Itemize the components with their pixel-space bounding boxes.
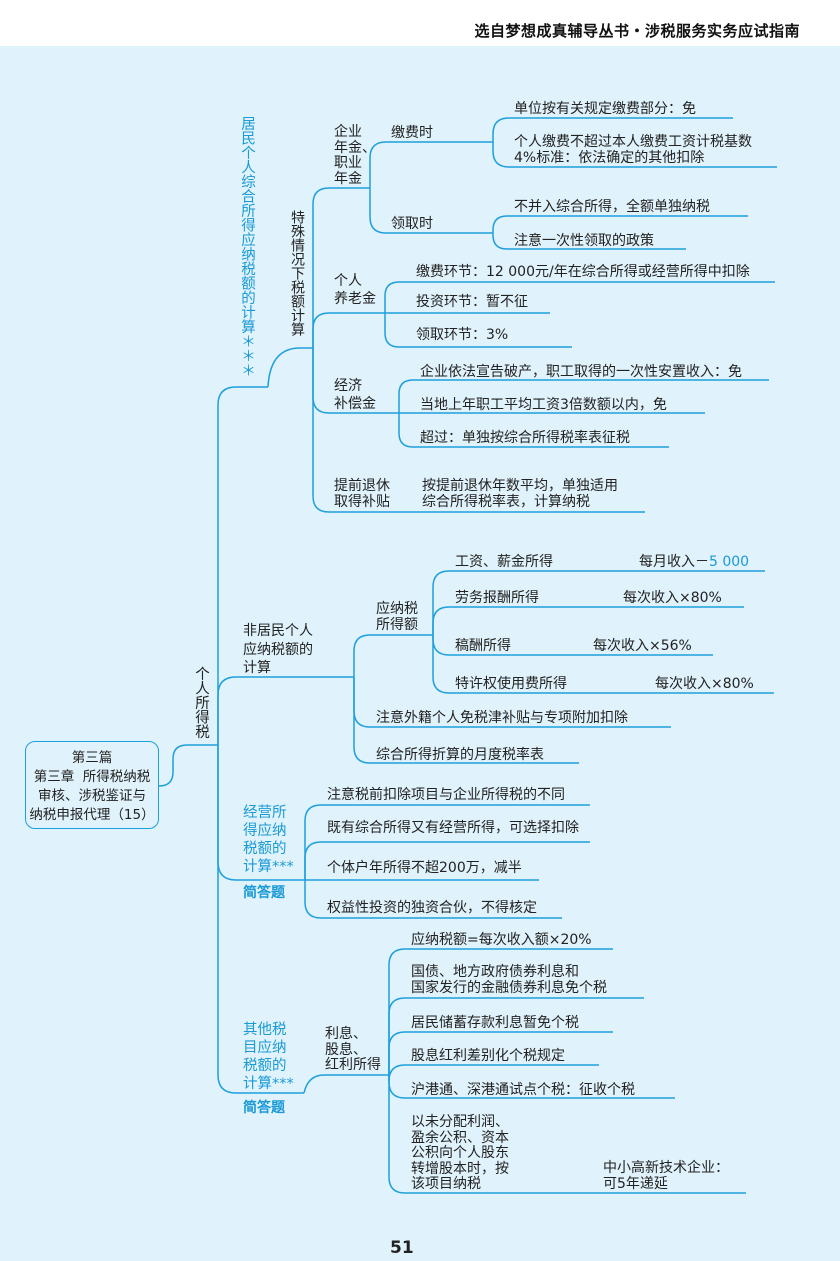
connector-line — [267, 347, 313, 388]
leaf: 注意外籍个人免税津补贴与专项附加扣除 — [376, 710, 628, 726]
leaf: 当地上年职工平均工资3倍数额以内，免 — [420, 397, 667, 413]
pension-node: 个人 养老金 — [334, 273, 376, 307]
connector-line — [369, 188, 493, 234]
leaf: 沪港通、深港通试点个税：征收个税 — [411, 1082, 635, 1098]
leaf: 注意一次性领取的政策 — [514, 233, 654, 249]
special-cases-title: 特殊情况下税额计算 — [289, 210, 305, 336]
leaf: 应纳税额=每次收入额×20% — [411, 932, 592, 948]
connector-line — [217, 386, 268, 745]
connector-line — [492, 215, 748, 233]
leaf: 企业依法宣告破产，职工取得的一次性安置收入：免 — [420, 364, 742, 380]
connector-line — [304, 880, 562, 919]
compensation-node: 经济 补偿金 — [334, 378, 376, 412]
connector-line — [304, 804, 590, 880]
connector-line — [398, 379, 769, 413]
income-type: 稿酬所得 — [455, 638, 511, 654]
leaf: 既有综合所得又有经营所得，可选择扣除 — [327, 820, 579, 836]
connector-line — [384, 281, 775, 313]
connector-line — [492, 233, 686, 250]
leaf: 领取环节：3% — [416, 327, 509, 343]
connector-line — [388, 1031, 613, 1075]
leaf: 投资环节：暂不征 — [416, 294, 528, 310]
interest-dividend-node: 利息、 股息、 红利所得 — [325, 1026, 381, 1073]
connector-line — [312, 312, 385, 348]
income-type: 劳务报酬所得 — [455, 590, 539, 606]
connector-line — [353, 634, 433, 677]
taxable-income-node: 应纳税 所得额 — [376, 601, 418, 633]
income-type: 特许权使用费所得 — [455, 676, 567, 692]
branch-other-title: 其他税 目应纳 税额的 计算*** — [243, 1022, 294, 1092]
leaf: 个人缴费不超过本人缴费工资计税基数 4%标准：依法确定的其他扣除 — [514, 134, 752, 166]
connector-line — [312, 348, 645, 513]
connector-line — [369, 141, 493, 188]
connector-line — [388, 1064, 599, 1082]
leaf: 股息红利差别化个税规定 — [411, 1048, 565, 1064]
leaf: 综合所得折算的月度税率表 — [376, 747, 544, 763]
leaf: 权益性投资的独资合伙，不得核定 — [327, 900, 537, 916]
leaf: 以未分配利润、 盈余公积、资本 公积向个人股东 转增股本时，按 该项目纳税 — [411, 1114, 509, 1192]
leaf: 国债、地方政府债券利息和 国家发行的金融债券利息免个税 — [411, 964, 607, 996]
branch-resident-title: 居民个人综合所得应纳税额的计算＊＊＊ — [239, 116, 255, 377]
connector-line — [492, 142, 777, 168]
question-type-tag: 简答题 — [243, 885, 285, 901]
page-number: 51 — [390, 1238, 414, 1258]
annuity-receive-node: 领取时 — [391, 216, 433, 232]
connector-line — [303, 1074, 389, 1094]
leaf: 居民储蓄存款利息暂免个税 — [411, 1015, 579, 1031]
early-retire-node: 提前退休 取得补贴 — [334, 478, 390, 510]
income-formula: 每次收入×80% — [623, 590, 722, 606]
connector-line — [304, 841, 590, 880]
connector-line — [388, 948, 613, 1075]
income-formula: 每次收入×80% — [655, 676, 754, 692]
income-formula: 每月收入－5 000 — [639, 554, 750, 570]
leaf: 超过：单独按综合所得税率表征税 — [420, 430, 630, 446]
income-type: 工资、薪金所得 — [455, 554, 553, 570]
connector-line — [217, 676, 354, 745]
connector-line — [353, 677, 579, 764]
connector-line — [388, 997, 644, 1075]
connector-line — [432, 570, 765, 635]
connector-line — [312, 187, 370, 348]
connector-line — [388, 1075, 746, 1194]
annuity-pay-node: 缴费时 — [391, 125, 433, 141]
page-header: 选自梦想成真辅导丛书・涉税服务实务应试指南 — [0, 0, 840, 46]
connector-line — [492, 117, 733, 142]
branch-nonresident-title: 非居民个人 应纳税额的 计算 — [243, 623, 313, 676]
connector-line — [217, 745, 304, 1094]
connector-line — [384, 313, 572, 348]
leaf: 单位按有关规定缴费部分：免 — [514, 101, 696, 117]
annuity-node: 企业 年金、 职业 年金 — [334, 124, 376, 187]
leaf-note: 中小高新技术企业： 可5年递延 — [603, 1160, 729, 1192]
connector-line — [398, 413, 669, 448]
connector-line — [432, 635, 774, 694]
leaf: 不并入综合所得，全额单独纳税 — [514, 199, 710, 215]
book-series-title: 选自梦想成真辅导丛书・涉税服务实务应试指南 — [474, 22, 800, 40]
question-type-tag: 简答题 — [243, 1100, 285, 1116]
branch-business-title: 经营所 得应纳 税额的 计算*** — [243, 805, 294, 875]
income-formula: 每次收入×56% — [593, 638, 692, 654]
mindmap-root-node: 第三篇 第三章 所得税纳税 审核、涉税鉴证与 纳税申报代理（15） — [25, 741, 159, 829]
leaf: 注意税前扣除项目与企业所得税的不同 — [327, 787, 565, 803]
leaf: 缴费环节：12 000元/年在综合所得或经营所得中扣除 — [416, 264, 750, 280]
leaf: 按提前退休年数平均，单独适用 综合所得税率表，计算纳税 — [422, 478, 618, 510]
leaf: 个体户年所得不超200万，减半 — [327, 860, 522, 876]
main-topic: 个人所得税 — [193, 666, 209, 739]
connector-line — [432, 606, 744, 635]
connector-line — [158, 744, 218, 787]
